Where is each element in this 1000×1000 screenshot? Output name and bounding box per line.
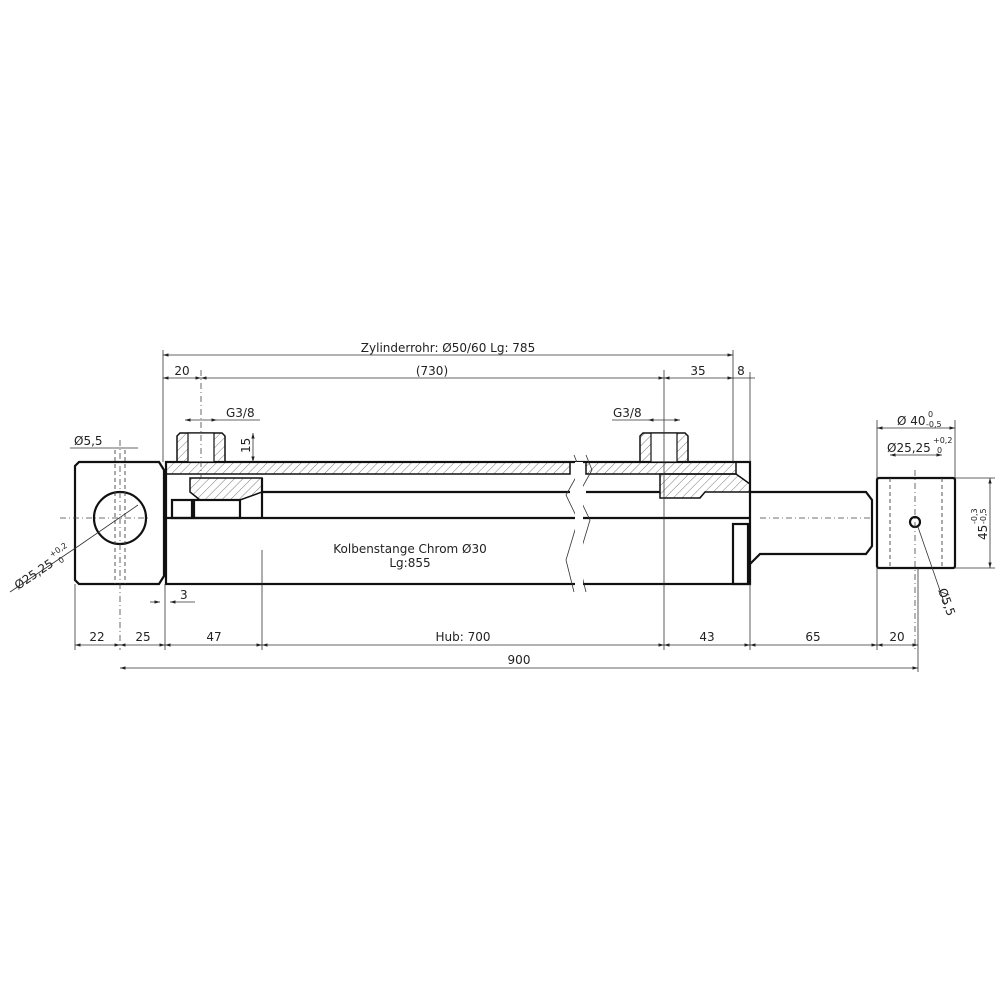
right-eye-bore-tol-upper: +0,2 [933, 436, 952, 445]
dim-bottom-43: 43 [699, 630, 714, 644]
right-eye-width-tol-upper: -0,3 [970, 508, 979, 524]
right-eye-outer: Ø 40 [897, 414, 926, 428]
rod-label-1: Kolbenstange Chrom Ø30 [333, 542, 487, 556]
right-eye-outer-tol-lower: -0,5 [926, 420, 942, 429]
right-eye-bore: Ø25,25 [887, 441, 931, 455]
right-eye-width-tol-lower: -0,5 [979, 508, 988, 524]
port-left-label: G3/8 [226, 406, 255, 420]
right-eye-outer-tol-upper: 0 [928, 410, 933, 419]
groove-dim: 3 [180, 588, 188, 602]
tube-label: Zylinderrohr: Ø50/60 Lg: 785 [361, 341, 535, 355]
dim-bottom-22: 22 [89, 630, 104, 644]
dim-bottom-25: 25 [135, 630, 150, 644]
cylinder-tube [164, 454, 752, 593]
right-eye-bore-tol-lower: 0 [937, 446, 942, 455]
dim-top-20: 20 [174, 364, 189, 378]
port-right-label: G3/8 [613, 406, 642, 420]
left-eye-bore: Ø25,25 [12, 556, 56, 592]
right-eye-hole: Ø5,5 [935, 586, 958, 618]
dimensions [9, 350, 995, 672]
port-left [176, 370, 226, 478]
left-eye-hole: Ø5,5 [74, 434, 103, 448]
left-eye [60, 440, 166, 650]
dim-top-8: 8 [737, 364, 745, 378]
left-eye-bore-tol-lower: 0 [57, 555, 66, 565]
dim-top-730: (730) [416, 364, 448, 378]
right-eye-width: 45 [976, 525, 990, 540]
port-height: 15 [239, 438, 253, 453]
dim-overall: 900 [508, 653, 531, 667]
port-right [639, 370, 689, 650]
dim-top-35: 35 [690, 364, 705, 378]
dim-bottom-47: 47 [206, 630, 221, 644]
piston-rod [749, 490, 874, 565]
dim-bottom-65: 65 [805, 630, 820, 644]
right-eye [875, 470, 957, 650]
rod-label-2: Lg:855 [389, 556, 430, 570]
dim-bottom-stroke: Hub: 700 [435, 630, 490, 644]
dim-bottom-20: 20 [889, 630, 904, 644]
